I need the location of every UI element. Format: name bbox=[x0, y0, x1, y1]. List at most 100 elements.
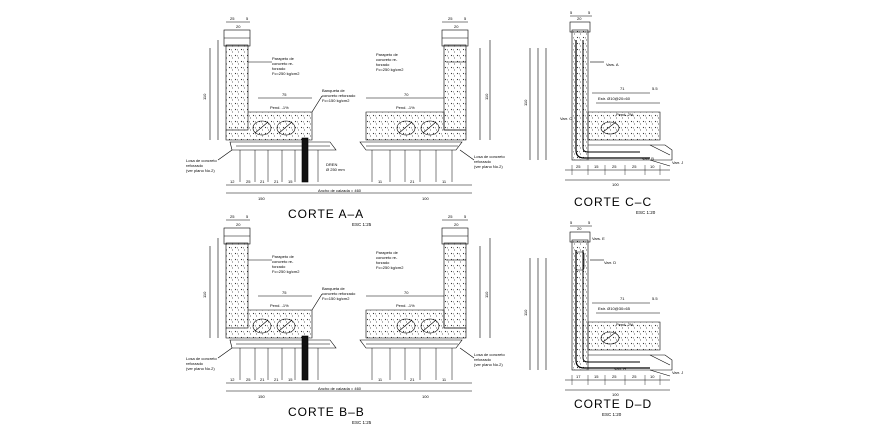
slope-right: Pend. -1% bbox=[396, 303, 415, 308]
bottom-dim-4: 21 bbox=[274, 377, 279, 382]
height-left: 110 bbox=[202, 93, 207, 100]
bottom-dim-7: 21 bbox=[410, 179, 415, 184]
section-scale: ESC 1:25 bbox=[352, 420, 372, 425]
svg-text:DREN: DREN bbox=[326, 162, 337, 167]
bottom-dim-6: 11 bbox=[378, 179, 383, 184]
bottom-dim-3: 21 bbox=[260, 377, 265, 382]
parapet-left-note-2: concreto re- bbox=[272, 61, 294, 66]
slab-right-note-1: Losa de concreto bbox=[474, 352, 505, 357]
dd-top-dim-2: 20 bbox=[577, 226, 582, 231]
dd-bar-label-1: Vars. E bbox=[592, 236, 605, 241]
cc-top-dim-3: 5 bbox=[588, 10, 591, 15]
cc-bottom-dim-5: 10 bbox=[650, 164, 655, 169]
parapet-left-note-2: concreto re- bbox=[272, 259, 294, 264]
slab-right-note-1: Losa de concreto bbox=[474, 154, 505, 159]
slab-right-note-3: (ver plano No.2) bbox=[474, 164, 503, 169]
dd-bottom-dim-1: 17 bbox=[576, 374, 581, 379]
top-dim-r1: 25 bbox=[448, 16, 453, 21]
svg-text:forzado: forzado bbox=[272, 66, 286, 71]
svg-text:Losa de concreto: Losa de concreto bbox=[186, 356, 217, 361]
svg-text:reforzado: reforzado bbox=[474, 357, 492, 362]
cc-dim-right-1: 71 bbox=[620, 86, 625, 91]
cc-dim-right-2: 5.5 bbox=[652, 86, 658, 91]
parapet-left-note-1: Parapeto de bbox=[272, 254, 295, 259]
parapet-right-note-1: Parapeto de bbox=[376, 52, 399, 57]
dd-scale: ESC 1:20 bbox=[602, 412, 622, 417]
parapet-left-note-3: forzado bbox=[272, 66, 286, 71]
slab-left-note-1: Losa de concreto bbox=[186, 356, 217, 361]
svg-text:(ver plano No.2): (ver plano No.2) bbox=[474, 362, 503, 367]
bottom-dim-8: 11 bbox=[442, 377, 447, 382]
svg-text:Parapeto de: Parapeto de bbox=[272, 254, 295, 259]
parapet-left-note-1: Parapeto de bbox=[272, 56, 295, 61]
fill-note-2: concreto reforzado bbox=[322, 291, 356, 296]
svg-text:Losa de concreto: Losa de concreto bbox=[186, 158, 217, 163]
parapet-right-note-3: forzado bbox=[376, 260, 390, 265]
dd-title: CORTE D–D bbox=[574, 397, 652, 411]
top-dim-3: 5 bbox=[246, 16, 249, 21]
slope-left: Pend. -1% bbox=[270, 303, 289, 308]
top-dim-2: 20 bbox=[236, 24, 241, 29]
parapet-right-note-2: concreto re- bbox=[376, 255, 398, 260]
slab-right-note-2: reforzado bbox=[474, 159, 492, 164]
bottom-dim-3: 21 bbox=[260, 179, 265, 184]
dd-bottom-dim-5: 10 bbox=[650, 374, 655, 379]
bottom-dim-5: 15 bbox=[288, 179, 293, 184]
section-corte-aa: Parapeto de concreto re- forzado Fc=250 … bbox=[186, 16, 505, 227]
cc-bar-label-1: Vars. A bbox=[606, 62, 619, 67]
bottom-dim-7: 21 bbox=[410, 377, 415, 382]
width-label: Ancho de calzada = 460 bbox=[318, 386, 362, 391]
svg-text:Ø 250 mm: Ø 250 mm bbox=[326, 167, 345, 172]
svg-text:concreto reforzado: concreto reforzado bbox=[322, 291, 356, 296]
svg-text:Fc=250 kg/cm2: Fc=250 kg/cm2 bbox=[376, 67, 404, 72]
mid-dim-right: 70 bbox=[404, 290, 409, 295]
cc-top-dim-1: 5 bbox=[570, 10, 573, 15]
parapet-left-note-4: Fc=250 kg/cm2 bbox=[272, 269, 300, 274]
svg-text:concreto re-: concreto re- bbox=[272, 259, 294, 264]
parapet-right-note-4: Fc=250 kg/cm2 bbox=[376, 265, 404, 270]
height-left: 110 bbox=[202, 291, 207, 298]
cc-height: 110 bbox=[523, 99, 528, 106]
section-title: CORTE A–A bbox=[288, 207, 364, 221]
bottom-dim-1: 12 bbox=[230, 377, 235, 382]
parapet-left-note-3: forzado bbox=[272, 264, 286, 269]
svg-text:reforzado: reforzado bbox=[186, 163, 204, 168]
slab-left-note-3: (ver plano No.2) bbox=[186, 366, 215, 371]
top-dim-2: 20 bbox=[236, 222, 241, 227]
dd-dim-right-1: 71 bbox=[620, 296, 625, 301]
total-right: 100 bbox=[422, 196, 429, 201]
top-dim-r2: 20 bbox=[454, 24, 459, 29]
parapet-left-note-4: Fc=250 kg/cm2 bbox=[272, 71, 300, 76]
cc-total: 100 bbox=[612, 182, 619, 187]
svg-text:concreto re-: concreto re- bbox=[272, 61, 294, 66]
section-corte-bb: Parapeto de concreto re- forzado Fc=250 … bbox=[186, 214, 505, 425]
height-right: 110 bbox=[484, 93, 489, 100]
cc-bottom-dim-4: 25 bbox=[632, 164, 637, 169]
fill-note-3: Fc=150 kg/cm2 bbox=[322, 296, 350, 301]
svg-text:Parapeto de: Parapeto de bbox=[272, 56, 295, 61]
dd-top-dim-1: 5 bbox=[570, 220, 573, 225]
svg-text:Fc=250 kg/cm2: Fc=250 kg/cm2 bbox=[272, 71, 300, 76]
top-dim-r1: 25 bbox=[448, 214, 453, 219]
drain-note-1: DREN bbox=[326, 162, 337, 167]
height-right: 110 bbox=[484, 291, 489, 298]
cc-top-dim-2: 20 bbox=[577, 16, 582, 21]
dd-bar-label-3: Varr. H bbox=[614, 366, 626, 371]
slab-left-note-2: reforzado bbox=[186, 361, 204, 366]
slab-left-note-1: Losa de concreto bbox=[186, 158, 217, 163]
svg-text:reforzado: reforzado bbox=[474, 159, 492, 164]
dd-dim-right-2: 5.5 bbox=[652, 296, 658, 301]
svg-text:Fc=150 kg/cm2: Fc=150 kg/cm2 bbox=[322, 296, 350, 301]
svg-text:forzado: forzado bbox=[272, 264, 286, 269]
total-left: 150 bbox=[258, 196, 265, 201]
drain-note-2: Ø 250 mm bbox=[326, 167, 345, 172]
mid-dim-right: 70 bbox=[404, 92, 409, 97]
total-right: 100 bbox=[422, 394, 429, 399]
bottom-dim-1: 12 bbox=[230, 179, 235, 184]
dd-height: 110 bbox=[523, 309, 528, 316]
top-dim-r3: 5 bbox=[464, 16, 467, 21]
dd-total: 100 bbox=[612, 392, 619, 397]
fill-note-2: concreto reforzado bbox=[322, 93, 356, 98]
dd-bottom-dim-2: 15 bbox=[594, 374, 599, 379]
